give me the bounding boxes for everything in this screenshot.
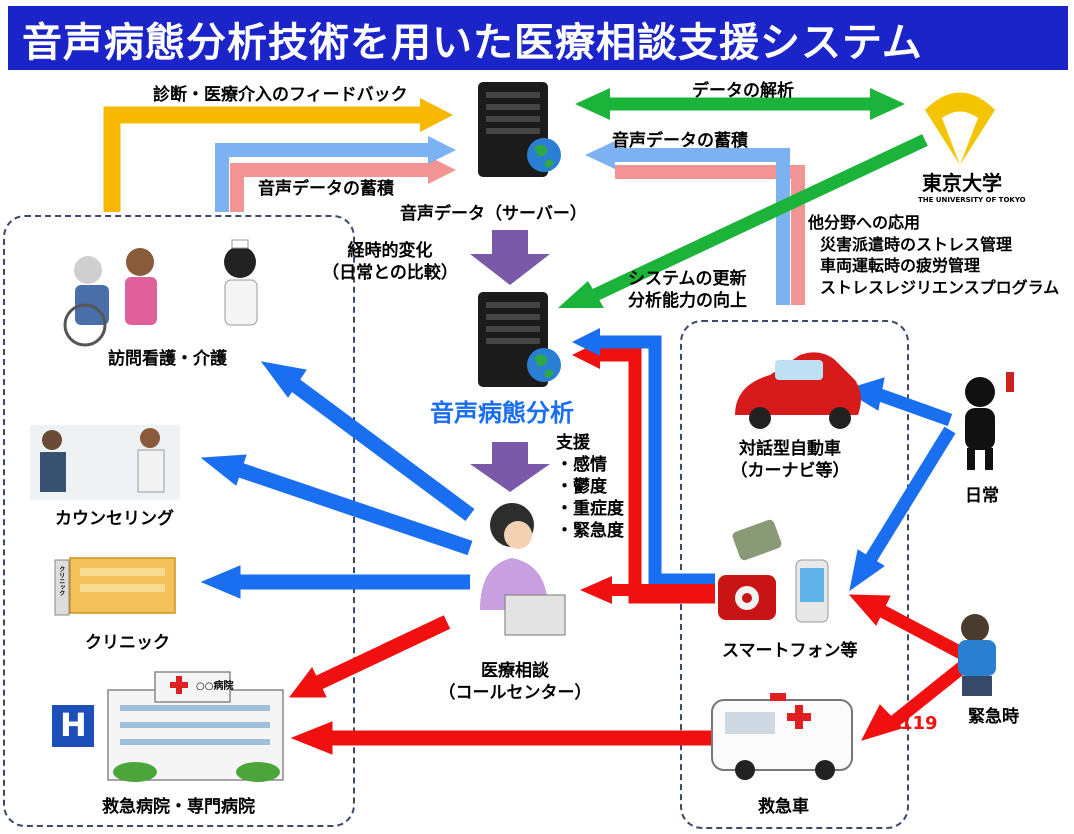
server-analysis-icon bbox=[478, 292, 561, 387]
hospital-h-sign bbox=[52, 705, 94, 747]
server-caption: 音声データ（サーバー） bbox=[400, 204, 587, 224]
university-ginkgo-logo bbox=[925, 92, 995, 165]
red-arrows-left bbox=[288, 615, 720, 755]
ambulance-illustration bbox=[711, 693, 853, 780]
system-update-line1: システムの更新 bbox=[628, 269, 747, 289]
accumulation-right-label: 音声データの蓄積 bbox=[612, 131, 748, 151]
care-providers-box bbox=[3, 215, 355, 827]
emergency-arrows bbox=[848, 594, 970, 741]
phone-to-server-arrows bbox=[572, 328, 715, 604]
hospital-h-letter: H bbox=[60, 706, 87, 744]
data-analysis-label: データの解析 bbox=[692, 81, 794, 101]
data-analysis-arrow bbox=[575, 88, 905, 120]
system-update-arrow bbox=[558, 134, 928, 308]
support-arrow bbox=[470, 442, 550, 492]
car-label: 対話型自動車 （カーナビ等） bbox=[705, 438, 875, 482]
daily-arrows bbox=[843, 377, 956, 592]
other-fields-title: 他分野への応用 bbox=[808, 213, 921, 232]
call-center-line2: （コールセンター） bbox=[438, 683, 592, 704]
other-fields-item: 車両運転時の疲労管理 bbox=[820, 256, 981, 276]
car-illustration bbox=[735, 352, 861, 429]
accumulation-left-label: 音声データの蓄積 bbox=[258, 179, 394, 199]
blue-arrows-left bbox=[200, 361, 475, 599]
analysis-label: 音声病態分析 bbox=[430, 399, 574, 427]
support-block: 支援 ・感情 ・鬱度 ・重症度 ・緊急度 bbox=[556, 432, 624, 542]
number-119-label: 119 bbox=[900, 713, 938, 734]
temporal-change-line2: （日常との比較） bbox=[322, 263, 458, 284]
clinic-sign: クリニック bbox=[57, 566, 65, 596]
daily-label: 日常 bbox=[965, 486, 999, 506]
operator-illustration bbox=[480, 503, 566, 636]
university-subname: THE UNIVERSITY OF TOKYO bbox=[918, 196, 1026, 204]
car-line2: （カーナビ等） bbox=[730, 461, 850, 482]
temporal-change-label: 経時的変化 （日常との比較） bbox=[320, 240, 460, 284]
temporal-change-arrow bbox=[470, 230, 550, 285]
title-bar bbox=[8, 6, 1068, 70]
visit-care-illustration bbox=[63, 239, 258, 347]
system-update-label: システムの更新 分析能力の向上 bbox=[628, 268, 747, 312]
car-line1: 対話型自動車 bbox=[739, 439, 841, 459]
feedback-label: 診断・医療介入のフィードバック bbox=[153, 85, 408, 105]
server-top-icon bbox=[478, 82, 561, 177]
clinic-label: クリニック bbox=[85, 633, 170, 653]
page-title: 音声病態分析技術を用いた医療相談支援システム bbox=[22, 20, 923, 66]
daily-person-illustration bbox=[965, 372, 1014, 470]
hospital-illustration bbox=[107, 671, 284, 782]
smartphone-label: スマートフォン等 bbox=[722, 641, 858, 661]
support-item: ・感情 bbox=[556, 455, 607, 476]
support-item: ・緊急度 bbox=[556, 521, 624, 542]
temporal-change-line1: 経時的変化 bbox=[347, 241, 433, 261]
feedback-arrow bbox=[103, 98, 453, 212]
ambulance-label: 救急車 bbox=[758, 797, 809, 817]
other-fields-block: 他分野への応用 災害派遣時のストレス管理 車両運転時の疲労管理 ストレスレジリエ… bbox=[808, 212, 1059, 298]
counseling-label: カウンセリング bbox=[55, 509, 174, 529]
call-center-line1: 医療相談 bbox=[481, 661, 549, 681]
counseling-illustration bbox=[30, 425, 180, 500]
system-update-line2: 分析能力の向上 bbox=[628, 291, 747, 312]
clinic-illustration bbox=[54, 557, 176, 616]
accumulation-left-arrow bbox=[215, 136, 456, 212]
support-title: 支援 bbox=[556, 433, 590, 453]
accumulation-right-arrow bbox=[585, 141, 805, 305]
support-item: ・鬱度 bbox=[556, 477, 607, 498]
phone-illustration bbox=[718, 519, 829, 623]
emergency-label: 緊急時 bbox=[968, 707, 1019, 727]
university-name: 東京大学 bbox=[922, 171, 1002, 195]
visit-care-label: 訪問看護・介護 bbox=[108, 349, 227, 369]
support-item: ・重症度 bbox=[556, 499, 624, 520]
other-fields-item: 災害派遣時のストレス管理 bbox=[820, 234, 1013, 254]
hospital-label: 救急病院・専門病院 bbox=[102, 797, 255, 817]
other-fields-item: ストレスレジリエンスプログラム bbox=[820, 277, 1060, 297]
hospital-sign-text: ○○病院 bbox=[196, 681, 234, 692]
emergency-person-illustration bbox=[958, 614, 996, 696]
call-center-label: 医療相談 （コールセンター） bbox=[430, 660, 600, 704]
